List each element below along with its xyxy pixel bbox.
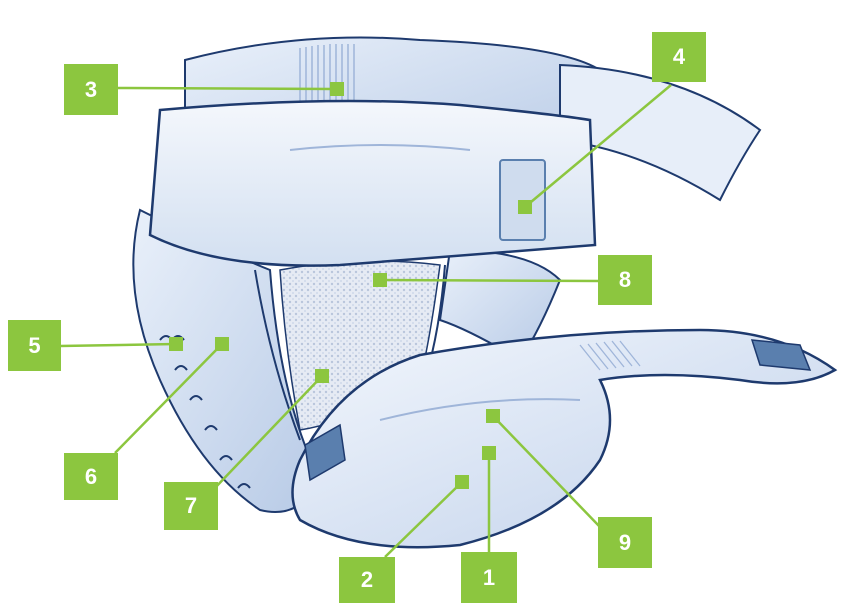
anchor-7: [315, 369, 329, 383]
leader-3: [117, 88, 337, 89]
front-tab-fastener-right: [752, 340, 810, 370]
anchor-1: [482, 446, 496, 460]
anchor-5: [169, 337, 183, 351]
anchor-6: [215, 337, 229, 351]
callout-2: 2: [339, 557, 395, 603]
anchor-3: [330, 82, 344, 96]
callout-3: 3: [64, 64, 118, 115]
callout-4: 4: [652, 32, 706, 82]
anchor-8: [373, 273, 387, 287]
callout-1: 1: [461, 552, 517, 603]
anchor-9: [486, 409, 500, 423]
callout-5: 5: [8, 320, 61, 371]
callout-9: 9: [598, 517, 652, 568]
anchor-2: [455, 475, 469, 489]
anchor-4: [518, 200, 532, 214]
callout-8: 8: [598, 255, 652, 305]
callout-6: 6: [64, 453, 118, 500]
callout-7: 7: [164, 482, 218, 530]
leader-8: [380, 280, 600, 281]
